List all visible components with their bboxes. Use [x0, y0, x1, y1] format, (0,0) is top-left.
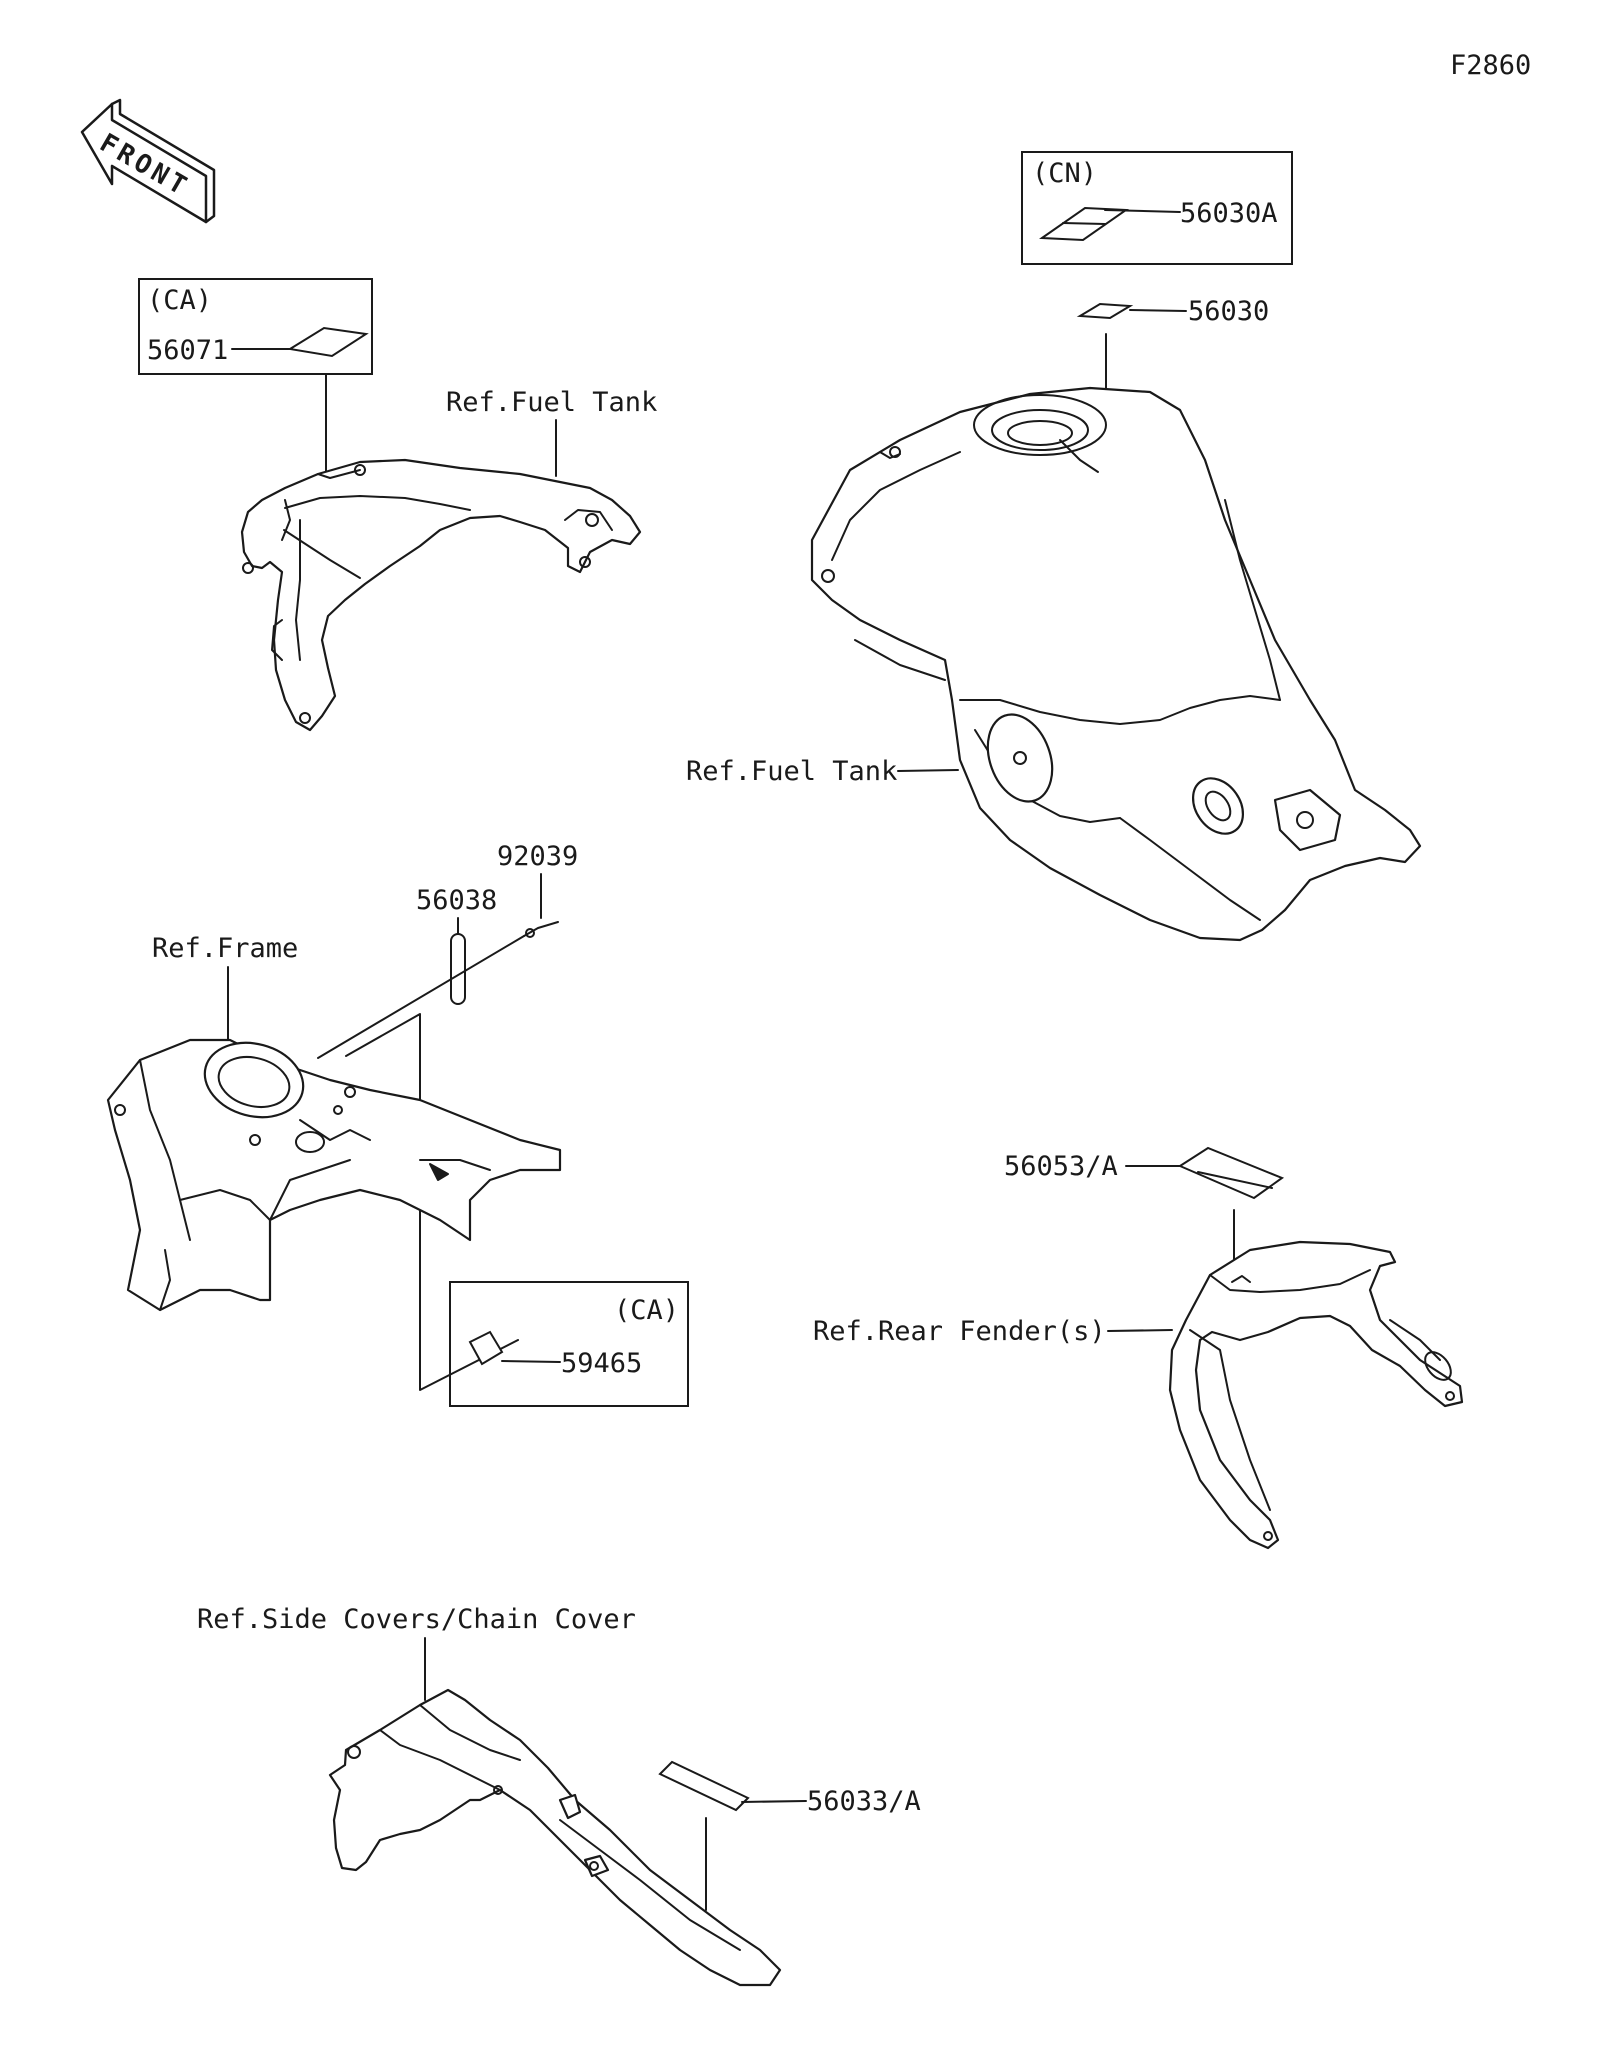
part-56071-label[interactable]: 56071: [147, 335, 228, 366]
part-56038-label[interactable]: 56038: [416, 885, 497, 916]
decal-56030: [1076, 302, 1134, 320]
ref-side-covers-label[interactable]: Ref.Side Covers/Chain Cover: [197, 1604, 636, 1635]
decal-56033: [658, 1760, 750, 1812]
rivet-92039: [523, 921, 559, 937]
rear-fender-part: [1168, 1240, 1464, 1550]
ref-fuel-tank-left-label[interactable]: Ref.Fuel Tank: [446, 387, 657, 418]
part-56030-label[interactable]: 56030: [1188, 296, 1269, 327]
fuel-tank-part: [810, 386, 1422, 942]
ca-box-bottom: (CA) 59465: [449, 1281, 689, 1407]
ca-region-label-bottom: (CA): [614, 1295, 679, 1326]
decal-56038: [450, 933, 466, 1005]
ref-fuel-tank-right-label[interactable]: Ref.Fuel Tank: [686, 756, 897, 787]
decal-56071: [287, 326, 369, 358]
decal-59465: [468, 1330, 504, 1366]
figure-id: F2860: [1450, 50, 1531, 81]
chain-cover-part: [328, 1688, 782, 1987]
decal-56053: [1177, 1146, 1285, 1200]
tank-cover-part: [240, 458, 642, 732]
ref-rear-fender-label[interactable]: Ref.Rear Fender(s): [813, 1316, 1106, 1347]
cn-box: (CN) 56030A: [1021, 151, 1293, 265]
ref-frame-label[interactable]: Ref.Frame: [152, 933, 298, 964]
ref-fuel-tank-left: Ref.Fuel Tank: [446, 387, 657, 477]
ca-region-label-top: (CA): [147, 285, 212, 316]
part-56053-label[interactable]: 56053/A: [1004, 1151, 1118, 1182]
front-arrow-icon: FRONT: [80, 98, 216, 224]
part-56033-label[interactable]: 56033/A: [807, 1786, 921, 1817]
cn-region-label: (CN): [1032, 158, 1097, 189]
ref-fuel-tank-right: Ref.Fuel Tank: [686, 756, 959, 787]
ca-box-top: (CA) 56071: [138, 278, 373, 375]
frame-part: [106, 1038, 562, 1312]
part-56030a-label[interactable]: 56030A: [1180, 198, 1278, 229]
part-92039-label[interactable]: 92039: [497, 841, 578, 872]
part-59465-label[interactable]: 59465: [561, 1348, 642, 1379]
